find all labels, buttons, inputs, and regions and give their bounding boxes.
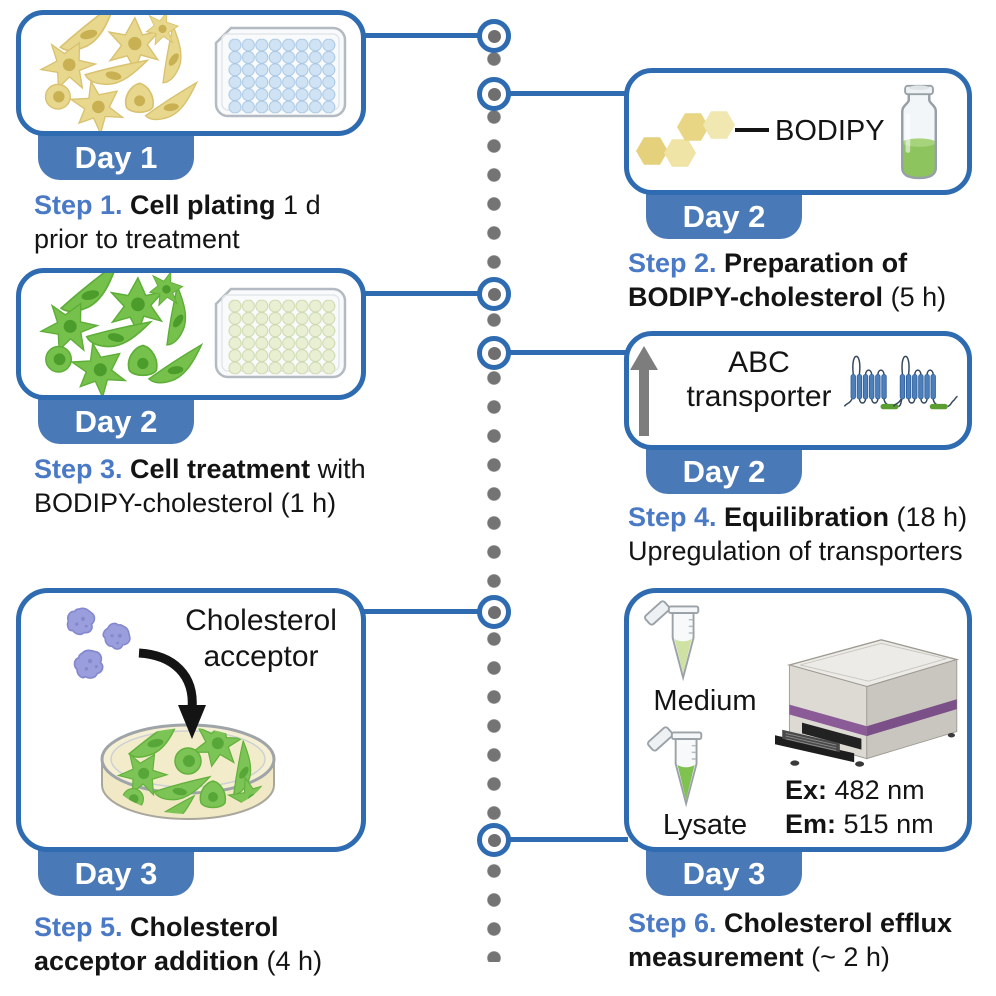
efflux-measurement-illustration [642,599,960,805]
panel-step2: BODIPY [624,68,972,195]
day-badge-label: Day 2 [682,199,766,234]
curved-arrow-icon [138,648,206,739]
day-badge-label: Day 2 [682,454,766,489]
abc-transporter-icon [843,355,958,410]
panel-step4: ABC transporter [624,331,972,450]
day-badge-label: Day 3 [682,856,766,891]
panel-step3 [16,268,366,400]
panel-step6: Medium Lysate Ex: 482 nm Em: 515 nm [624,588,972,852]
acceptor-particles-icon [66,607,136,684]
up-arrow-icon [630,346,658,436]
bodipy-label: BODIPY [775,115,885,147]
timeline-node-icon [477,595,511,629]
timeline-node-icon [477,336,511,370]
panel-step5: Cholesterol acceptor [16,588,366,852]
timeline-node-icon [477,77,511,111]
cells-icon [36,273,206,395]
plate-reader-icon [775,639,960,767]
timeline-node-icon [477,19,511,53]
connector-line [510,91,628,96]
acceptor-addition-illustration [66,607,276,820]
connector-line [360,291,480,296]
day-badge-label: Day 2 [74,404,158,439]
connector-line [510,837,628,842]
step4-caption: Step 4. Equilibration (18 h) Upregulatio… [628,502,968,566]
cell-plating-illustration [21,15,361,131]
medium-label: Medium [653,685,757,717]
timeline-dotted-line [487,22,501,962]
step2-caption: Step 2. Preparation of BODIPY-cholestero… [628,248,947,312]
day-badge-label: Day 3 [74,856,158,891]
equilibration-illustration [630,346,958,436]
step6-caption: Step 6. Cholesterol efflux measurement (… [628,908,953,972]
step5-caption: Step 5. Cholesterol acceptor addition (4… [34,912,323,976]
cell-treatment-illustration [21,273,361,395]
timeline-node-icon [477,823,511,857]
connector-line [360,33,480,38]
vial-icon [901,84,937,180]
microtube-icon [645,725,703,805]
lysate-label: Lysate [662,809,748,841]
petri-dish-icon [100,723,276,820]
step1-caption: Step 1. Cell plating 1 d prior to treatm… [34,190,321,254]
panel-step1 [16,10,366,136]
cholesterol-acceptor-label: Cholesterol acceptor [185,604,337,673]
timeline-node-icon [477,277,511,311]
step3-caption: Step 3. Cell treatment with BODIPY-chole… [34,454,366,518]
cells-icon [36,15,200,131]
abc-transporter-label: ABC transporter [686,346,832,413]
bodipy-molecule-icon [636,111,769,167]
bodipy-illustration [636,84,937,180]
excitation-emission-label: Ex: 482 nm Em: 515 nm [785,775,934,839]
microtube-icon [642,599,700,679]
connector-line [360,609,480,614]
well-plate-icon [216,28,345,116]
day-badge-label: Day 1 [74,140,158,175]
connector-line [510,350,628,355]
well-plate-icon [216,289,345,377]
